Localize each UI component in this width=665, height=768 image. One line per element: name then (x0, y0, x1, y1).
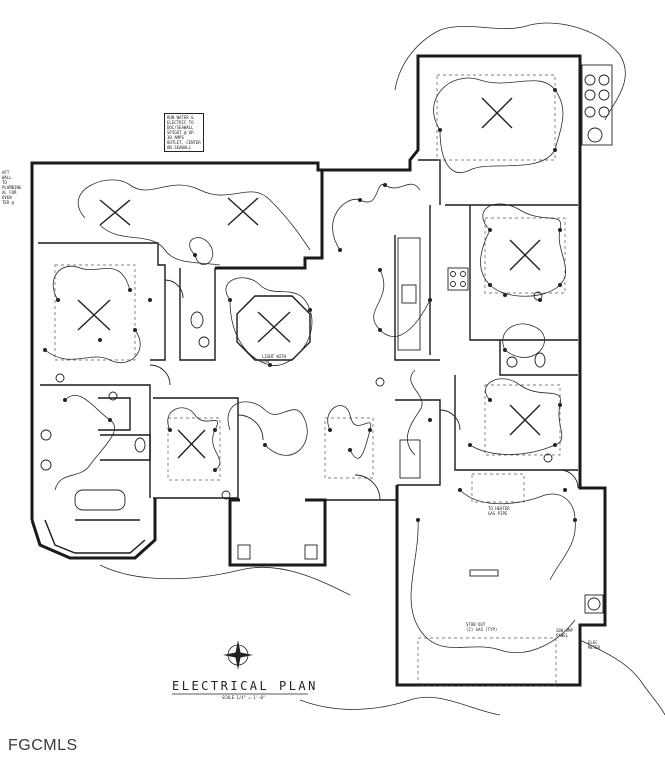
toilet-icon (534, 352, 546, 368)
ceiling-fan-icon (227, 197, 259, 226)
sink-icon (40, 429, 52, 441)
note-left-edge: AFT WALL TO PLUMBING AL FOR OVEN TER @ (2, 170, 22, 205)
electrical-devices (43, 88, 577, 522)
ceiling-fan-icon (481, 97, 513, 129)
tub-icon (74, 489, 126, 511)
plumbing-fixtures (40, 64, 613, 614)
pool-equipment (581, 64, 613, 146)
wiring-runs (44, 22, 665, 716)
ceiling-fan-icon (99, 199, 131, 226)
bay-window (44, 519, 146, 554)
sink-icon (198, 336, 210, 348)
range-icon (447, 267, 469, 291)
octagon-ceiling (236, 295, 311, 361)
door-swings (149, 279, 579, 501)
north-arrow-icon (223, 640, 253, 670)
circuit-tags (55, 291, 553, 500)
ceiling-fan-icon (257, 311, 291, 343)
toilet-icon (134, 437, 146, 453)
ceiling-fan-icon (509, 404, 541, 436)
ceiling-outlines (54, 74, 566, 687)
watermark: FGCMLS (8, 737, 78, 754)
ceiling-fans (77, 97, 541, 459)
note-run-water: RUN WATER & ELECTRIC TO DOC/SEAWALL SPIG… (164, 113, 204, 152)
ceiling-fan-icon (177, 429, 206, 459)
ceiling-fan-icon (77, 299, 111, 331)
interior-walls (38, 159, 578, 499)
refrigerator-icon (399, 439, 421, 479)
note-light-fan: LIGHT WITH FAN (262, 354, 287, 364)
sink-icon (40, 459, 52, 471)
note-panel: 200 AMP PANEL (556, 628, 573, 638)
note-elec-meter: ELEC METER (588, 640, 601, 650)
toilet-icon (190, 311, 204, 329)
kitchen-sink-icon (401, 284, 417, 304)
note-stub-out: STUB OUT (2) GAS (TYP) (466, 622, 498, 632)
ac-unit-icon (584, 594, 604, 614)
ceiling-fan-icon (509, 239, 541, 271)
plan-scale: SCALE 1/4" = 1'-0" (222, 695, 266, 700)
kitchen-island (397, 237, 421, 351)
sink-icon (506, 356, 518, 368)
plan-title: ELECTRICAL PLAN (172, 679, 318, 693)
exterior-walls (30, 54, 607, 687)
note-gas: TO HEATER GAS PIPE (488, 506, 510, 516)
